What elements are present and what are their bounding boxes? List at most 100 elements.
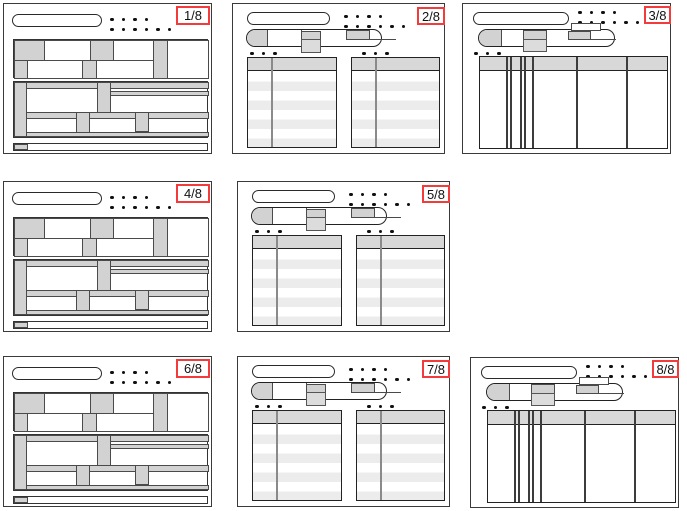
block-cell bbox=[82, 238, 97, 257]
dot-icon bbox=[360, 377, 364, 381]
content-block-grid-lower bbox=[13, 81, 209, 138]
dot-icon bbox=[601, 20, 605, 24]
header-logo-placeholder bbox=[12, 367, 102, 380]
dots-row-top bbox=[349, 367, 395, 371]
table-body bbox=[248, 71, 336, 147]
dot-icon bbox=[367, 229, 371, 233]
dot-icon bbox=[121, 17, 125, 21]
dot-icon bbox=[505, 405, 509, 409]
dot-icon bbox=[609, 374, 613, 378]
dot-icon bbox=[355, 24, 359, 28]
slide-thumbnail-5[interactable]: 5/8 bbox=[237, 181, 450, 332]
nav-bar-pill bbox=[486, 377, 624, 406]
dropdown-panel bbox=[306, 392, 326, 406]
dot-icon bbox=[144, 17, 148, 21]
header-logo-placeholder bbox=[12, 192, 102, 205]
slide-thumbnail-4[interactable]: 4/8 bbox=[3, 181, 212, 332]
dropdown-panel bbox=[306, 217, 326, 231]
nav-flyout-placeholder bbox=[571, 23, 601, 31]
header-logo-placeholder bbox=[252, 365, 335, 378]
dot-icon bbox=[133, 27, 137, 31]
dots-row-bottom bbox=[586, 374, 655, 378]
page-number-badge: 5/8 bbox=[422, 185, 450, 203]
dot-icon bbox=[133, 380, 137, 384]
column-divider bbox=[506, 57, 508, 148]
dot-icon bbox=[349, 202, 353, 206]
dot-icon bbox=[612, 20, 616, 24]
nav-line bbox=[374, 392, 401, 394]
dot-icon bbox=[493, 405, 497, 409]
slide-thumbnail-2[interactable]: 2/8 bbox=[232, 3, 445, 154]
data-table-wide bbox=[487, 410, 676, 503]
data-table-left bbox=[252, 235, 342, 326]
nav-bar-pill bbox=[251, 207, 401, 231]
dots-row-table-right bbox=[362, 51, 397, 55]
nav-segment bbox=[576, 385, 599, 394]
dot-icon bbox=[406, 202, 410, 206]
dot-icon bbox=[383, 367, 387, 371]
nav-bar-pill bbox=[246, 29, 396, 53]
dot-icon bbox=[485, 51, 489, 55]
block-cell bbox=[14, 435, 27, 490]
column-divider bbox=[276, 236, 278, 325]
dot-icon bbox=[620, 364, 624, 368]
dots-row-table-left bbox=[250, 51, 285, 55]
dots-row-table bbox=[474, 51, 509, 55]
dot-icon bbox=[372, 192, 376, 196]
dot-icon bbox=[110, 380, 114, 384]
block-cell bbox=[14, 393, 45, 414]
table-header bbox=[352, 58, 439, 71]
dot-icon bbox=[360, 192, 364, 196]
slide-thumbnail-7[interactable]: 7/8 bbox=[237, 356, 450, 507]
dot-icon bbox=[349, 192, 353, 196]
block-cell bbox=[27, 238, 83, 257]
block-cell bbox=[110, 444, 209, 449]
dot-icon bbox=[255, 229, 259, 233]
dot-icon bbox=[586, 374, 590, 378]
block-cell bbox=[110, 91, 209, 96]
slide-thumbnail-3[interactable]: 3/8 bbox=[462, 3, 671, 154]
dot-icon bbox=[110, 205, 114, 209]
table-header bbox=[248, 58, 336, 71]
dots-row-top bbox=[344, 14, 390, 18]
block-cell bbox=[167, 218, 209, 257]
slide-thumbnail-6[interactable]: 6/8 bbox=[3, 356, 212, 507]
nav-segment bbox=[351, 208, 375, 218]
dot-icon bbox=[624, 20, 628, 24]
dot-icon bbox=[401, 24, 405, 28]
nav-segment bbox=[487, 384, 510, 400]
table-body bbox=[253, 424, 341, 500]
slide-thumbnail-1[interactable]: 1/8 bbox=[3, 3, 212, 154]
column-divider bbox=[540, 411, 542, 502]
slide-thumbnail-8[interactable]: 8/8 bbox=[470, 357, 679, 508]
dot-icon bbox=[601, 10, 605, 14]
dots-row-table bbox=[482, 405, 517, 409]
nav-segment bbox=[346, 30, 370, 40]
dot-icon bbox=[355, 14, 359, 18]
dot-icon bbox=[121, 27, 125, 31]
dot-icon bbox=[589, 10, 593, 14]
dot-icon bbox=[367, 14, 371, 18]
dot-icon bbox=[578, 10, 582, 14]
block-cell bbox=[96, 60, 154, 79]
page-number-badge: 4/8 bbox=[176, 184, 210, 203]
data-table-wide bbox=[479, 56, 668, 149]
dot-icon bbox=[372, 367, 376, 371]
footer-cell bbox=[14, 497, 28, 503]
column-divider bbox=[510, 57, 512, 148]
block-cell bbox=[14, 40, 45, 61]
dot-icon bbox=[278, 229, 282, 233]
dot-icon bbox=[250, 51, 254, 55]
block-cell bbox=[26, 465, 209, 472]
column-divider bbox=[634, 411, 636, 502]
dot-icon bbox=[255, 404, 259, 408]
footer-cell bbox=[14, 322, 28, 328]
dot-icon bbox=[378, 24, 382, 28]
content-block-grid-upper bbox=[13, 217, 209, 257]
dot-icon bbox=[373, 51, 377, 55]
dot-icon bbox=[144, 195, 148, 199]
data-table-right bbox=[356, 235, 445, 326]
dot-icon bbox=[360, 202, 364, 206]
column-divider bbox=[276, 411, 278, 500]
